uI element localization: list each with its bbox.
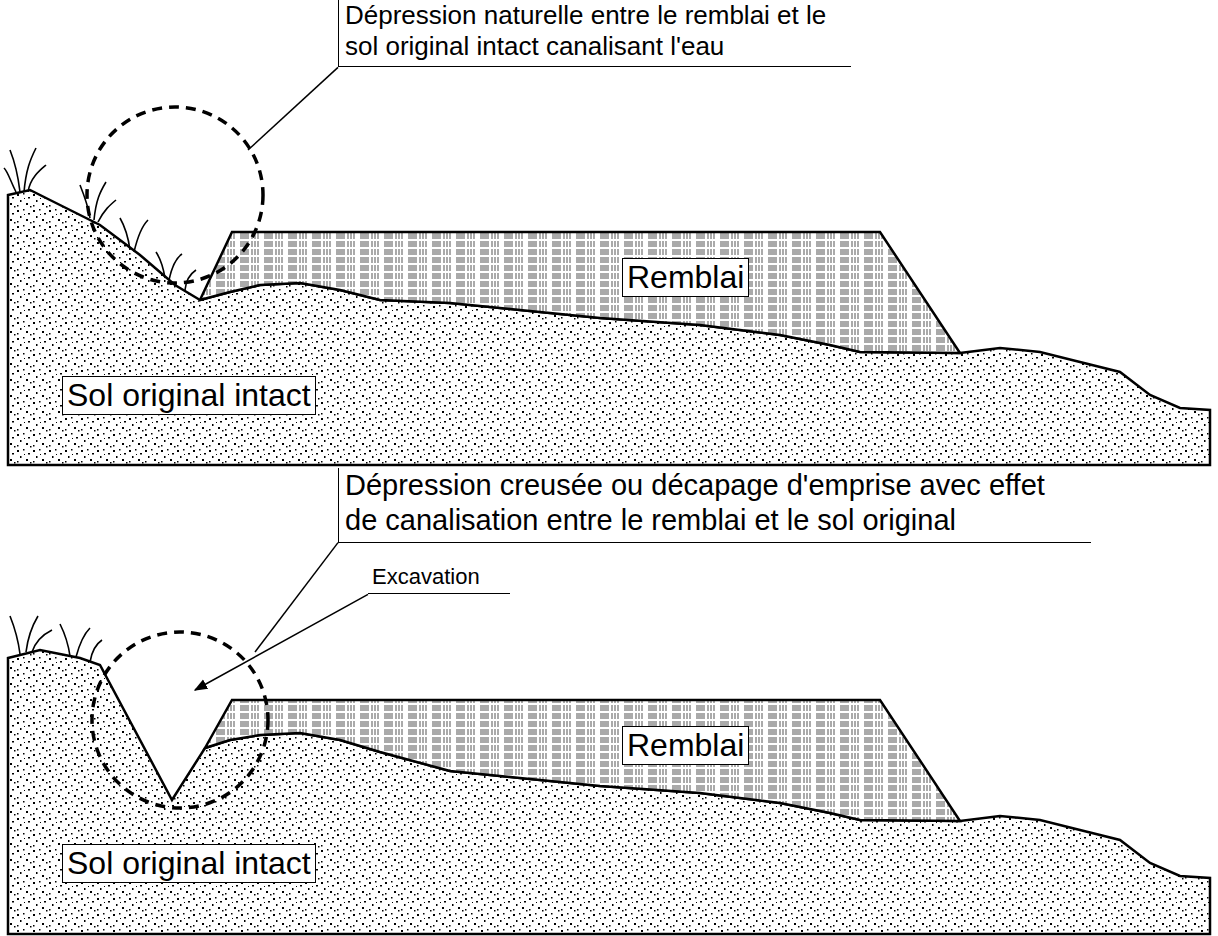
fill-label: Remblai [622, 726, 749, 765]
vegetation [10, 616, 102, 662]
vegetation [4, 148, 196, 290]
original-soil [8, 190, 1210, 465]
highlight-circle [87, 107, 263, 283]
highlight-circle [92, 632, 268, 808]
callout-note: Dépression creusée ou décapage d'emprise… [338, 468, 1091, 543]
callout-note: Dépression naturelle entre le remblai et… [338, 0, 851, 67]
original-soil [8, 650, 1210, 934]
embankment-fill [200, 232, 960, 353]
soil-label: Sol original intact [62, 376, 316, 415]
excavation-label: Excavation [368, 564, 510, 594]
embankment-fill [205, 700, 960, 821]
soil-label: Sol original intact [62, 844, 316, 883]
leader-line [195, 594, 368, 690]
leader-line [255, 543, 338, 652]
fill-label: Remblai [622, 258, 749, 297]
leader-line [248, 67, 338, 150]
